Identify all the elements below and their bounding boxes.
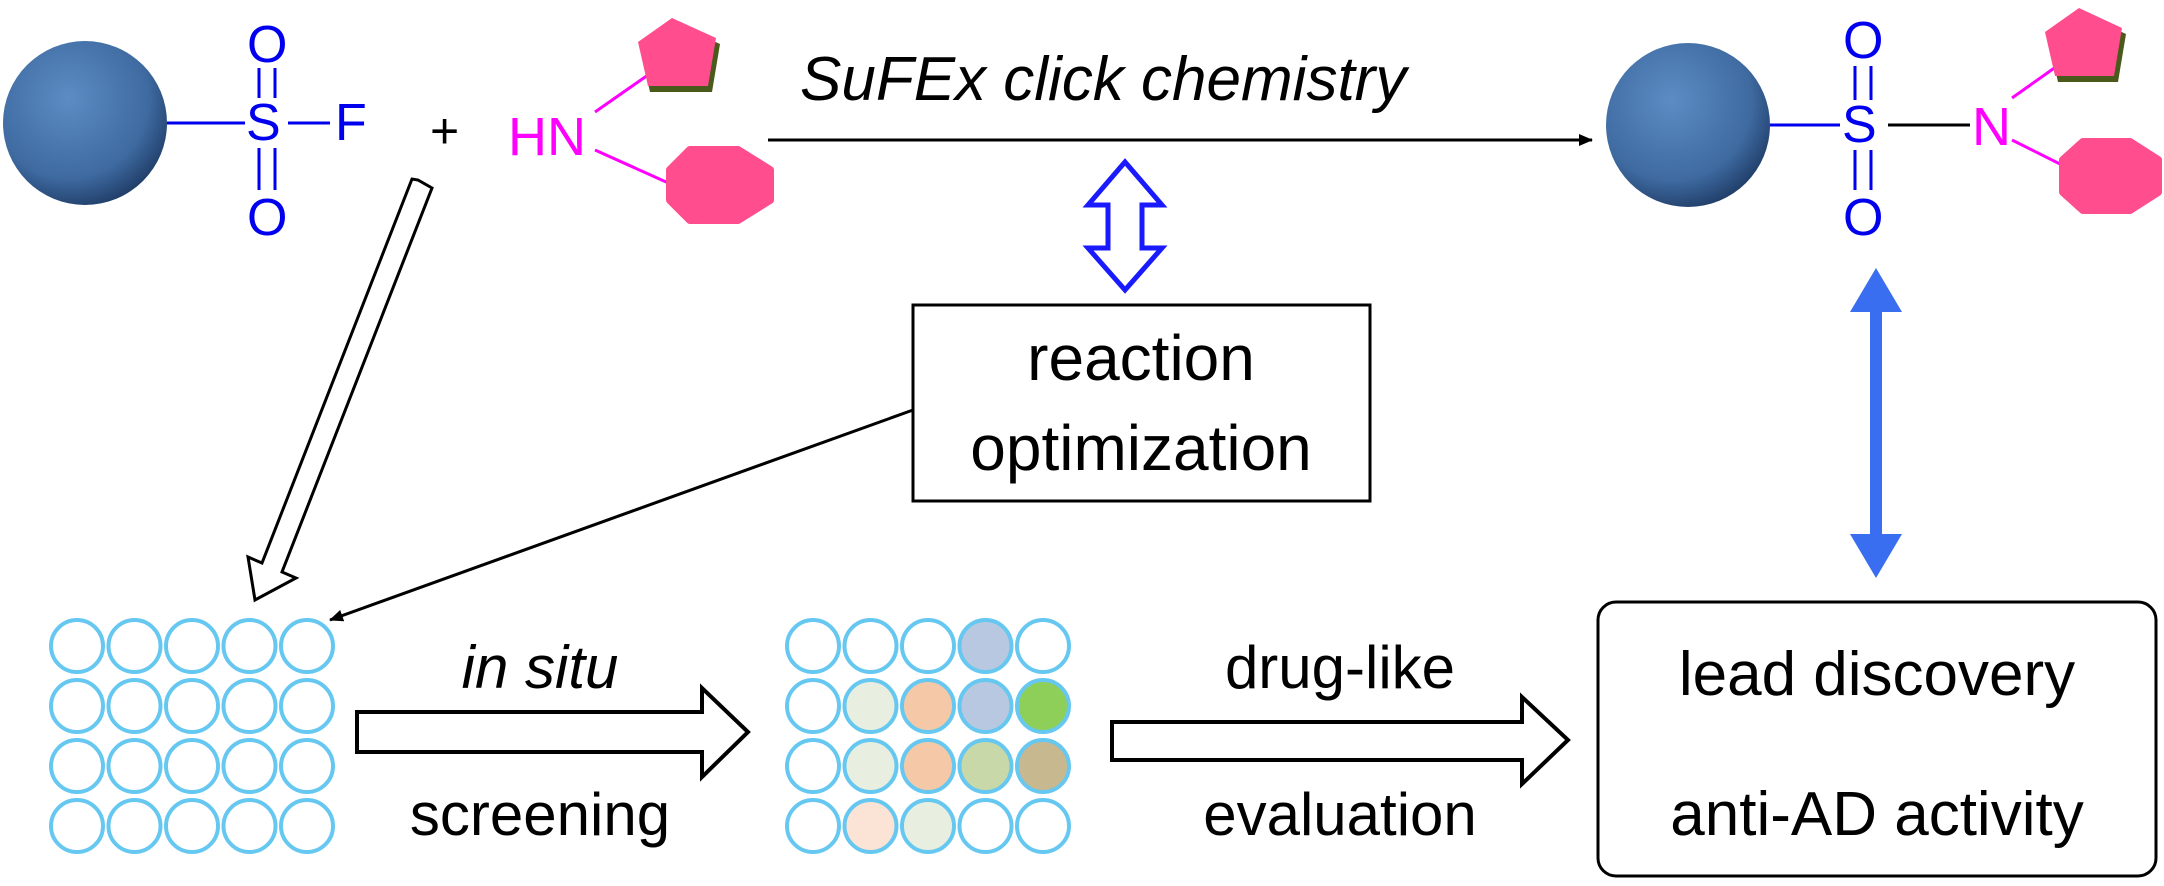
product-to-lead-double-arrow [1850,268,1902,578]
product-bond-upper [2011,62,2061,100]
compound-library-plate [49,618,335,854]
well-r2-c2 [842,678,899,734]
sulfonyl-oxygen-bottom: O [247,189,287,247]
well-r3-c4 [957,738,1014,794]
well-r4-c2 [842,798,899,854]
scaffold-sphere [3,41,167,205]
lead-box-line2: anti-AD activity [1670,780,2083,849]
well-r4-c1 [49,798,105,854]
product-octagon-ring [2059,138,2162,214]
evaluation-label-top: drug-like [1225,634,1455,701]
plus-sign: + [430,103,459,159]
well-r2-c1 [49,678,105,734]
well-r4-c5 [279,798,335,854]
screened-library-plate [785,618,1071,854]
well-r3-c3 [900,738,956,794]
product-pentagon-ring [2045,8,2122,76]
well-r2-c3 [900,678,956,734]
lead-box-line1: lead discovery [1679,640,2075,709]
screening-label-top: in situ [462,634,619,701]
well-r3-c5 [279,738,335,794]
product-bond-lower [2011,138,2069,170]
well-r1-c4 [957,618,1014,674]
product-oxygen-top: O [1843,12,1883,70]
well-r3-c1 [49,738,105,794]
reaction-arrow-label: SuFEx click chemistry [800,45,1410,114]
well-r3-c2 [842,738,899,794]
well-r1-c1 [49,618,105,674]
amine-bond-upper [594,73,649,114]
sulfonamide-product: S O O N [1606,8,2162,247]
amine-bond-lower [594,148,676,188]
lead-box-frame [1596,600,2158,878]
screening-label-bottom: screening [410,781,670,848]
well-r3-c2 [106,738,163,794]
well-r3-c3 [164,738,220,794]
well-r2-c4 [221,678,278,734]
well-r1-c3 [900,618,956,674]
product-nitrogen-atom: N [1972,97,2011,157]
product-oxygen-bottom: O [1843,189,1883,247]
double-arrow-head-up [1850,268,1902,312]
well-r2-c1 [785,678,841,734]
well-r4-c3 [164,798,220,854]
optimization-line2: optimization [970,412,1312,484]
screening-arrow [355,683,751,782]
well-r1-c5 [279,618,335,674]
well-r1-c4 [221,618,278,674]
well-r1-c2 [106,618,163,674]
well-r1-c5 [1015,618,1071,674]
well-r4-c5 [1015,798,1071,854]
evaluation-label-bottom: evaluation [1203,781,1477,848]
well-r3-c1 [785,738,841,794]
well-r4-c2 [106,798,163,854]
fluorine-atom: F [335,94,367,152]
product-sulfur-atom: S [1842,96,1877,154]
well-r2-c2 [106,678,163,734]
well-r1-c3 [164,618,220,674]
well-r4-c1 [785,798,841,854]
secondary-amine-reagent: HN [508,18,774,224]
well-r3-c5 [1015,738,1071,794]
well-r1-c1 [785,618,841,674]
well-r2-c3 [164,678,220,734]
optimization-line1: reaction [1027,322,1255,394]
evaluation-arrow [1110,692,1571,789]
double-arrow-head-down [1850,534,1902,578]
well-r4-c3 [900,798,956,854]
octagon-ring [666,146,774,224]
reaction-optimization-box: reaction optimization [911,303,1372,503]
well-r2-c4 [957,678,1014,734]
well-r2-c5 [1015,678,1071,734]
reagent-to-library-arrow [246,177,434,603]
pentagon-ring [638,18,716,86]
well-r3-c4 [221,738,278,794]
product-scaffold-sphere [1606,43,1770,207]
optimization-box-frame [911,303,1372,503]
lead-discovery-box: lead discovery anti-AD activity [1596,600,2158,878]
well-r4-c4 [221,798,278,854]
reaction-optimization-double-arrow [1082,158,1168,294]
sulfur-atom: S [246,94,281,152]
well-r4-c4 [957,798,1014,854]
optimization-to-library-arrow [329,408,914,622]
amine-nh-label: HN [508,107,586,167]
sulfonyl-oxygen-top: O [247,16,287,74]
well-r1-c2 [842,618,899,674]
sulfonyl-fluoride-reagent: S F O O [3,16,367,247]
well-r2-c5 [279,678,335,734]
